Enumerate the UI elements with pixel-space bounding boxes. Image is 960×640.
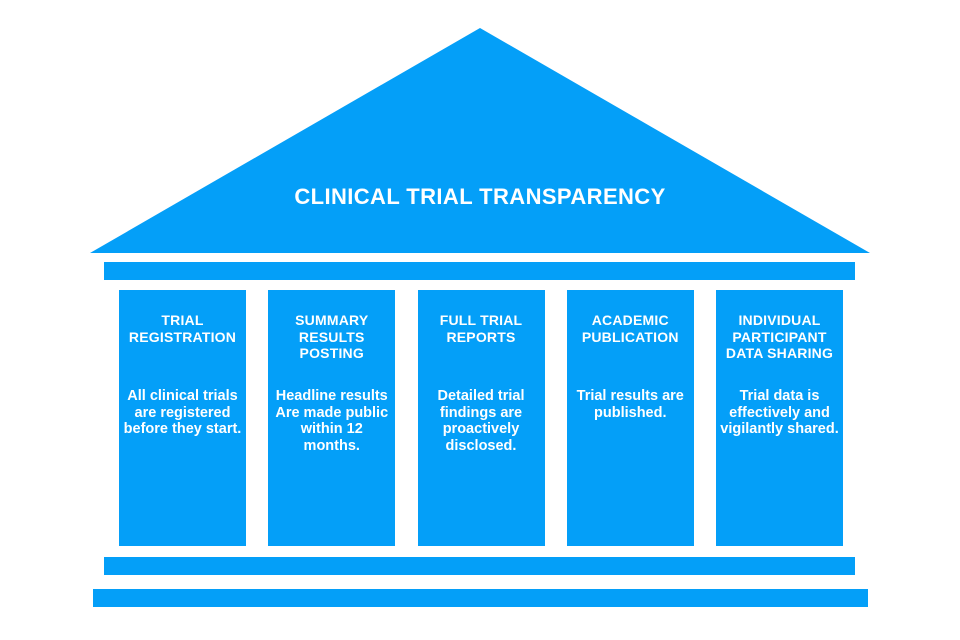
pillar-description: All clinical trials are registered befor… [123,388,242,437]
pillar-description: Trial data is effectively and vigilantly… [720,388,839,437]
architrave-bar [104,262,855,280]
pillar-description: Trial results are published. [576,388,684,421]
upper-base-bar [104,557,855,575]
pillar-individual-participant-data-sharing: INDIVIDUAL PARTICIPANT DATA SHARING Tria… [716,290,843,546]
pillar-academic-publication: ACADEMIC PUBLICATION Trial results are p… [566,290,694,546]
pillar-heading: FULL TRIAL REPORTS [439,312,523,345]
pillar-description: Detailed trial findings are proactively … [437,388,525,454]
pillar-heading: SUMMARY RESULTS POSTING [295,312,369,361]
diagram-title: CLINICAL TRIAL TRANSPARENCY [294,184,666,209]
pillar-heading: INDIVIDUAL PARTICIPANT DATA SHARING [725,312,834,361]
pillar-heading: ACADEMIC PUBLICATION [581,312,679,345]
lower-base-bar [93,589,868,607]
pediment-triangle [90,28,870,253]
pillar-description: Headline results Are made public within … [275,388,389,454]
pillar-group: TRIAL REGISTRATION All clinical trials a… [119,290,843,546]
pillar-summary-results-posting: SUMMARY RESULTS POSTING Headline results… [268,290,396,546]
pillar-trial-registration: TRIAL REGISTRATION All clinical trials a… [119,290,246,546]
pillar-full-trial-reports: FULL TRIAL REPORTS Detailed trial findin… [417,290,545,546]
pillar-heading: TRIAL REGISTRATION [128,312,237,345]
